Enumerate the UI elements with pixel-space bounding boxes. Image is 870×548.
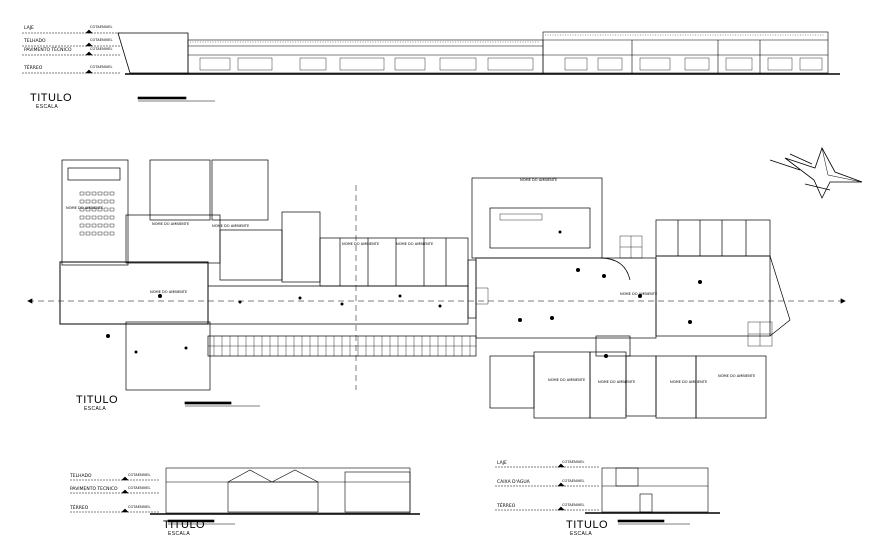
level-tag: COTAENIVEL: [90, 65, 113, 69]
bottom-right-scale: ESCALA: [570, 531, 593, 537]
level-tag: COTAENIVEL: [128, 505, 151, 509]
room-tag: NOME DO AMBIENTE: [150, 290, 188, 294]
plan-scale: ESCALA: [84, 406, 107, 412]
level-label-terreo: TÉRREO: [24, 66, 43, 71]
room-tag: NOME DO AMBIENTE: [66, 206, 104, 210]
level-label-terreo: TÉRREO: [497, 504, 516, 509]
elevation-bottom-right: [495, 463, 720, 525]
plan-title: TITULO: [76, 394, 119, 406]
level-label-telhado: TELHADO: [70, 474, 92, 479]
level-tag: COTAENIVEL: [562, 503, 585, 507]
top-elevation: [22, 29, 840, 102]
room-tag: NOME DO AMBIENTE: [520, 178, 558, 182]
room-tag: NOME DO AMBIENTE: [718, 374, 756, 378]
bottom-left-title: TITULO: [163, 519, 206, 531]
room-tag: NOME DO AMBIENTE: [212, 224, 250, 228]
level-tag: COTAENIVEL: [90, 47, 113, 51]
level-tag: COTAENIVEL: [562, 479, 585, 483]
level-label-terreo: TÉRREO: [70, 506, 89, 511]
north-arrow-icon: [769, 147, 863, 199]
top-elevation-title: TITULO: [30, 92, 73, 104]
level-tag: COTAENIVEL: [562, 460, 585, 464]
bottom-right-title: TITULO: [566, 519, 609, 531]
level-tag: COTAENIVEL: [128, 473, 151, 477]
level-label-laje: LAJE: [497, 461, 507, 466]
room-tag: NOME DO AMBIENTE: [620, 292, 658, 296]
bottom-left-scale: ESCALA: [168, 531, 191, 537]
level-label-pavimento-tecnico: PAVIMENTO TÉCNICO: [24, 48, 72, 53]
floor-plan: [27, 159, 846, 419]
level-label-telhado: TELHADO: [24, 39, 46, 44]
level-label-caixa-dagua: CAIXA D'AGUA: [497, 480, 530, 485]
room-tag: NOME DO AMBIENTE: [342, 242, 380, 246]
elevation-bottom-left: [70, 467, 420, 525]
level-label-laje: LAJE: [24, 26, 34, 31]
level-tag: COTAENIVEL: [90, 38, 113, 42]
room-tag: NOME DO AMBIENTE: [152, 222, 190, 226]
level-label-pavimento-tecnico: PAVIMENTO TECNICO: [70, 487, 118, 492]
room-tag: NOME DO AMBIENTE: [396, 242, 434, 246]
room-tag: NOME DO AMBIENTE: [598, 380, 636, 384]
room-tag: NOME DO AMBIENTE: [670, 380, 708, 384]
level-tag: COTAENIVEL: [128, 486, 151, 490]
room-tag: NOME DO AMBIENTE: [548, 378, 586, 382]
top-elevation-scale: ESCALA: [36, 104, 59, 110]
level-tag: COTAENIVEL: [90, 25, 113, 29]
